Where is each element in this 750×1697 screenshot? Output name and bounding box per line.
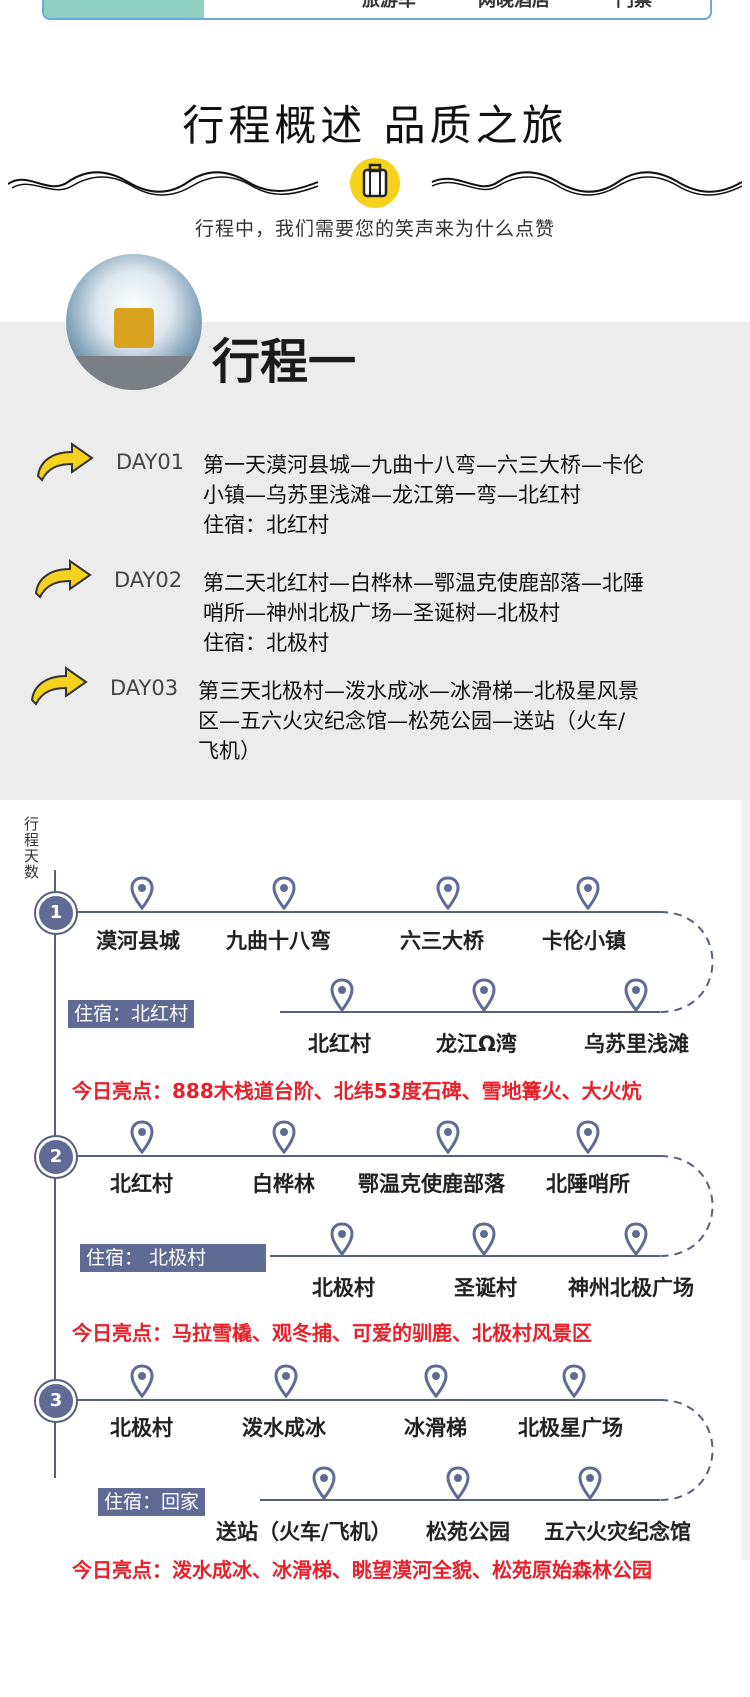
arrow-icon (30, 666, 88, 706)
section-title: 行程概述 品质之旅 (182, 101, 568, 150)
stop-label: 松苑公园 (426, 1520, 510, 1544)
day-line: 区—五六火灾纪念馆—松苑公园—送站（火车/ (198, 709, 626, 733)
section-subtitle: 行程中，我们需要您的笑声来为什么点赞 (194, 218, 555, 240)
stop-label: 北红村 (110, 1172, 173, 1196)
location-pin-icon (312, 1466, 336, 1500)
stay-badge: 住宿：回家 (98, 1488, 206, 1516)
trip-photo (66, 254, 202, 390)
vertical-axis-label: 行程天数 (24, 815, 40, 881)
stop-label: 乌苏里浅滩 (584, 1032, 689, 1056)
location-pin-icon (576, 876, 600, 910)
photo-subject (114, 308, 154, 348)
day-highlight: 今日亮点：888木栈道台阶、北纬53度石碑、雪地篝火、大火炕 (72, 1079, 642, 1103)
itinerary-panel (0, 322, 750, 800)
day-highlight: 今日亮点：马拉雪橇、观冬捕、可爱的驯鹿、北极村风景区 (72, 1321, 592, 1345)
stop-label: 送站（火车/飞机） (216, 1520, 392, 1544)
stop-label: 神州北极广场 (568, 1276, 694, 1300)
location-pin-icon (272, 876, 296, 910)
day-line: 飞机） (198, 739, 261, 763)
day-line: 第一天漠河县城—九曲十八弯—六三大桥—卡伦 (203, 453, 644, 477)
stay-badge: 住宿： 北极村 (80, 1244, 266, 1272)
day-number-badge: 2 (36, 1137, 76, 1177)
day-description: 第二天北红村—白桦林—鄂温克使鹿部落—北陲 哨所—神州北极广场—圣诞树—北极村 … (203, 568, 683, 658)
location-pin-icon (436, 1120, 460, 1154)
stop-label: 鄂温克使鹿部落 (358, 1172, 505, 1196)
day-label: DAY03 (110, 676, 179, 700)
day-label: DAY02 (114, 568, 183, 592)
day-line: 第三天北极村—泼水成冰—冰滑梯—北极星风景 (198, 679, 639, 703)
suitcase-icon (350, 158, 400, 208)
location-pin-icon (130, 1120, 154, 1154)
day-description: 第三天北极村—泼水成冰—冰滑梯—北极星风景 区—五六火灾纪念馆—松苑公园—送站（… (198, 676, 678, 766)
trip-title: 行程一 (212, 334, 357, 390)
stop-label: 北极星广场 (518, 1416, 623, 1440)
location-pin-icon (424, 1364, 448, 1398)
arrow-icon (34, 559, 92, 599)
day-line: 住宿：北极村 (203, 631, 329, 655)
day-highlight: 今日亮点：泼水成冰、冰滑梯、眺望漠河全貌、松苑原始森林公园 (72, 1558, 652, 1582)
day-line: 住宿：北红村 (203, 513, 329, 537)
stop-label: 北极村 (110, 1416, 173, 1440)
location-pin-icon (130, 1364, 154, 1398)
location-pin-icon (130, 876, 154, 910)
stop-label: 漠河县城 (96, 929, 180, 953)
location-pin-icon (624, 1222, 648, 1256)
location-pin-icon (274, 1364, 298, 1398)
day-line: 小镇—乌苏里浅滩—龙江第一弯—北红村 (203, 483, 581, 507)
location-pin-icon (624, 978, 648, 1012)
arrow-icon (36, 442, 94, 482)
location-pin-icon (446, 1466, 470, 1500)
stop-label: 卡伦小镇 (542, 929, 626, 953)
right-edge-strip (741, 800, 750, 1560)
stay-badge: 住宿：北红村 (68, 1000, 195, 1028)
stop-label: 龙江Ω湾 (436, 1032, 517, 1056)
route-lines (54, 870, 714, 1501)
stop-label: 六三大桥 (400, 929, 484, 953)
tab-label[interactable]: 网晚酒店 (478, 0, 550, 11)
top-tab-strip: 旅游车 网晚酒店 门票 (42, 0, 712, 20)
location-pin-icon (436, 876, 460, 910)
photo-ground (66, 356, 202, 390)
location-pin-icon (330, 978, 354, 1012)
stop-label: 冰滑梯 (404, 1416, 467, 1440)
stop-label: 白桦林 (252, 1172, 315, 1196)
day-line: 哨所—神州北极广场—圣诞树—北极村 (203, 601, 560, 625)
location-pin-icon (576, 1120, 600, 1154)
stop-label: 北陲哨所 (546, 1172, 630, 1196)
stop-label: 北红村 (308, 1032, 371, 1056)
wavy-divider (8, 171, 742, 196)
stop-label: 泼水成冰 (242, 1416, 326, 1440)
day-description: 第一天漠河县城—九曲十八弯—六三大桥—卡伦 小镇—乌苏里浅滩—龙江第一弯—北红村… (203, 450, 683, 540)
tab-label[interactable]: 门票 (616, 0, 652, 11)
location-pin-icon (562, 1364, 586, 1398)
stop-label: 五六火灾纪念馆 (544, 1520, 691, 1544)
stop-label: 圣诞村 (454, 1276, 517, 1300)
location-pin-icon (472, 1222, 496, 1256)
day-label: DAY01 (116, 450, 185, 474)
location-pin-icon (330, 1222, 354, 1256)
day-line: 第二天北红村—白桦林—鄂温克使鹿部落—北陲 (203, 571, 644, 595)
day-number-badge: 3 (36, 1381, 76, 1421)
tab-teal-block (44, 0, 204, 18)
location-pin-icon (272, 1120, 296, 1154)
day-number-badge: 1 (36, 893, 76, 933)
stop-label: 九曲十八弯 (226, 929, 331, 953)
location-pin-icon (578, 1466, 602, 1500)
tab-label[interactable]: 旅游车 (362, 0, 416, 11)
stop-label: 北极村 (312, 1276, 375, 1300)
location-pin-icon (472, 978, 496, 1012)
